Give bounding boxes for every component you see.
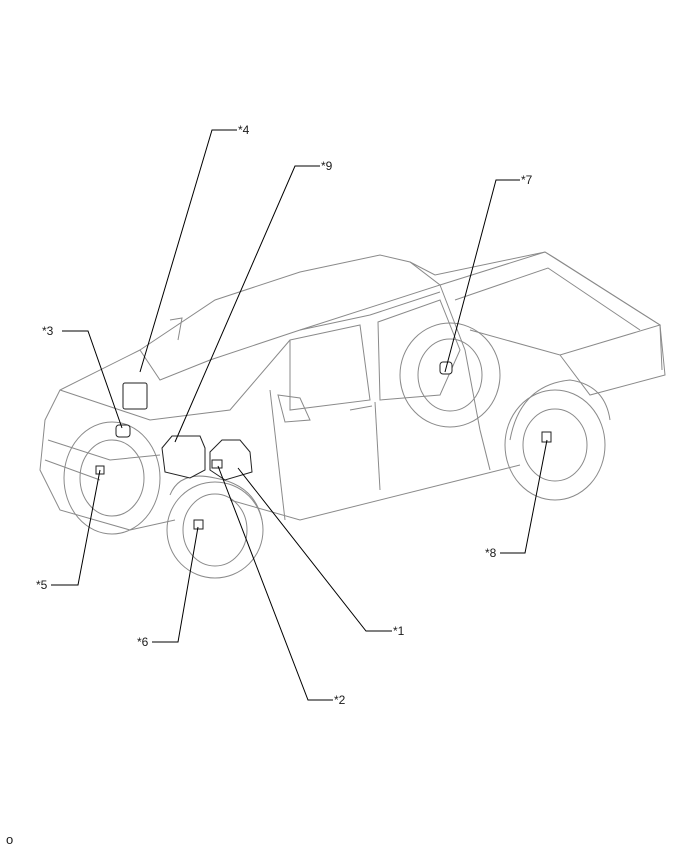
leader-lines	[51, 129, 548, 701]
callout-5: *5	[36, 578, 48, 592]
callout-1: *1	[393, 624, 405, 638]
component-2	[211, 459, 223, 469]
leader-line-2	[217, 465, 333, 701]
wheels	[63, 322, 611, 579]
callout-3: *3	[42, 324, 54, 338]
components	[95, 361, 552, 530]
leader-line-1	[237, 467, 392, 632]
component-9	[161, 435, 206, 479]
component-6	[193, 519, 204, 530]
callout-6: *6	[137, 635, 149, 649]
callout-9: *9	[321, 159, 333, 173]
callout-4: *4	[238, 123, 250, 137]
leader-line-7	[444, 179, 520, 373]
component-4	[122, 382, 148, 410]
leader-line-4	[139, 129, 237, 373]
component-3	[115, 424, 131, 438]
leader-line-8	[500, 439, 548, 554]
callout-7: *7	[521, 173, 533, 187]
leader-line-6	[152, 526, 199, 643]
leader-line-9	[174, 165, 320, 443]
footer-mark: o	[6, 832, 14, 847]
leader-line-3	[62, 330, 123, 429]
callout-2: *2	[334, 693, 346, 707]
leader-line-5	[51, 469, 101, 586]
component-1	[209, 439, 253, 481]
callout-8: *8	[485, 546, 497, 560]
